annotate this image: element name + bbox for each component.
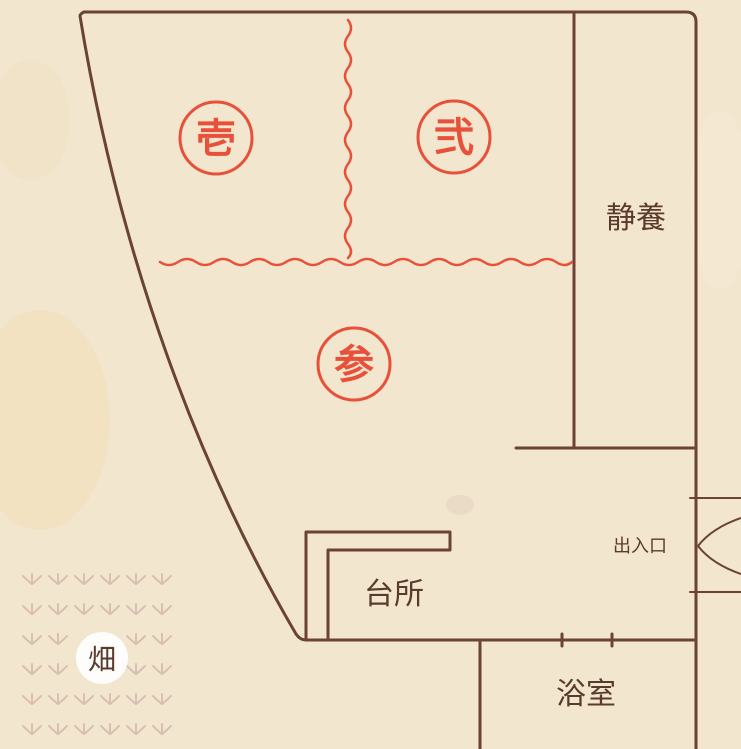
paper-stains xyxy=(0,60,741,530)
zone-dividers xyxy=(158,18,574,267)
horizontal-zone-divider xyxy=(158,257,574,267)
grass-tuft xyxy=(74,693,94,706)
grass-tuft xyxy=(126,573,146,586)
field-area[interactable]: 畑 xyxy=(76,632,128,684)
field-grass-icon xyxy=(22,573,172,736)
grass-tuft xyxy=(152,693,172,706)
grass-tuft xyxy=(22,573,42,586)
grass-tuft xyxy=(100,603,120,616)
zone-marker-3[interactable]: 参 xyxy=(316,326,392,402)
grass-tuft xyxy=(126,693,146,706)
room-label-recuperation[interactable]: 静養 xyxy=(606,201,666,236)
grass-tuft xyxy=(48,663,68,676)
grass-tuft xyxy=(100,723,120,736)
zone-marker-2[interactable]: 弐 xyxy=(416,99,492,175)
grass-tuft xyxy=(74,603,94,616)
grass-tuft xyxy=(152,573,172,586)
grass-tuft xyxy=(22,663,42,676)
grass-tuft xyxy=(100,573,120,586)
grass-tuft xyxy=(22,693,42,706)
grass-tuft xyxy=(100,693,120,706)
curved-wall xyxy=(78,10,482,749)
grass-tuft xyxy=(22,633,42,646)
grass-tuft xyxy=(126,603,146,616)
grass-tuft xyxy=(48,633,68,646)
room-label-entrance[interactable]: 出入口 xyxy=(613,536,667,557)
entrance-door-icon xyxy=(697,517,741,575)
grass-tuft xyxy=(74,723,94,736)
vertical-zone-divider xyxy=(343,18,353,260)
zone-label: 参 xyxy=(334,341,374,388)
grass-tuft xyxy=(22,603,42,616)
grass-tuft xyxy=(22,723,42,736)
grass-tuft xyxy=(48,693,68,706)
room-label-bath[interactable]: 浴室 xyxy=(556,677,616,712)
room-label-kitchen[interactable]: 台所 xyxy=(364,577,424,612)
grass-tuft xyxy=(152,633,172,646)
grass-tuft xyxy=(152,663,172,676)
zone-label: 壱 xyxy=(196,115,236,162)
room-label-field: 畑 xyxy=(88,643,116,676)
grass-tuft xyxy=(48,603,68,616)
building-walls xyxy=(78,10,741,749)
zone-marker-1[interactable]: 壱 xyxy=(178,100,254,176)
grass-tuft xyxy=(152,723,172,736)
grass-tuft xyxy=(126,663,146,676)
grass-tuft xyxy=(126,723,146,736)
outer-wall xyxy=(82,10,698,749)
grass-tuft xyxy=(74,573,94,586)
zone-label: 弐 xyxy=(434,114,474,161)
grass-tuft xyxy=(48,723,68,736)
grass-tuft xyxy=(48,573,68,586)
grass-tuft xyxy=(152,603,172,616)
entrance-frame xyxy=(689,497,741,593)
kitchen-counter xyxy=(304,530,452,642)
grass-tuft xyxy=(126,633,146,646)
